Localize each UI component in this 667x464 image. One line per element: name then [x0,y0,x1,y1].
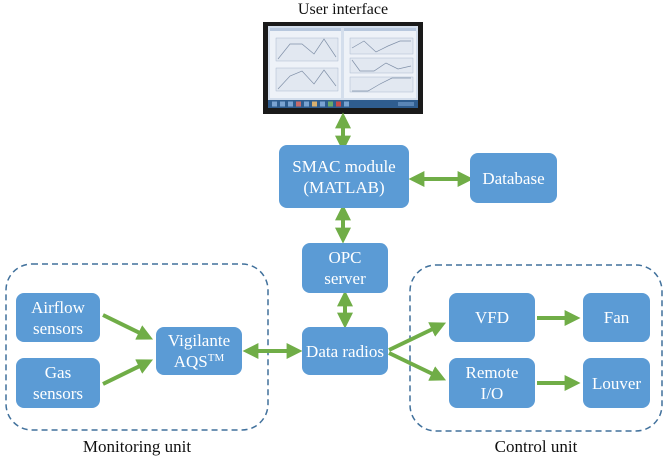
node-gas-line2: sensors [32,384,84,403]
node-data-radios-label: Data radios [306,341,384,361]
node-vfd: VFD [449,293,535,342]
node-gas-sensors: Gas sensors [16,358,100,408]
arrow-gas-vigilante [102,359,154,386]
node-airflow-sensors: Airflow sensors [16,293,100,342]
user-interface-monitor [263,22,423,114]
monitoring-unit-label: Monitoring unit [82,437,192,456]
control-unit-label: Control unit [494,437,578,456]
node-vigilante-line2: AQSTM [174,351,225,372]
node-remote-io-line1: Remote [465,363,519,382]
node-remote-io-line2: I/O [480,384,504,403]
node-fan-label: Fan [603,308,630,327]
node-remote-io: Remote I/O [449,358,535,408]
node-louver-label: Louver [591,373,642,393]
node-opc-line2: server [324,269,366,288]
node-smac-line1: SMAC module [292,156,396,176]
monitoring-unit-outline [5,263,269,431]
node-vigilante-aqs-text: AQS [173,352,208,371]
node-smac-line2: (MATLAB) [303,177,385,197]
trademark-superscript: TM [207,352,225,364]
node-airflow-line1: Airflow [31,297,85,317]
node-database-label: Database [482,168,545,188]
screen-charts [268,26,418,108]
node-data-radios: Data radios [302,327,388,375]
node-louver: Louver [583,358,650,408]
monitor-screen [268,26,418,108]
arrow-dataradios-remoteio [388,351,447,381]
node-gas-line1: Gas [44,363,72,382]
node-opc-line1: OPC [328,248,362,267]
arrow-dataradios-vfd [388,322,447,352]
node-database: Database [470,153,557,203]
node-vigilante-aqs: Vigilante AQSTM [156,327,242,375]
node-fan: Fan [583,293,650,342]
node-vfd-label: VFD [474,308,509,327]
node-airflow-line2: sensors [32,318,84,338]
node-vigilante-line1: Vigilante [167,331,231,350]
control-unit-outline [409,264,663,432]
arrow-airflow-vigilante [102,313,154,340]
user-interface-label: User interface [297,1,389,18]
node-smac-module: SMAC module (MATLAB) [279,145,409,208]
node-opc-server: OPC server [302,243,388,293]
